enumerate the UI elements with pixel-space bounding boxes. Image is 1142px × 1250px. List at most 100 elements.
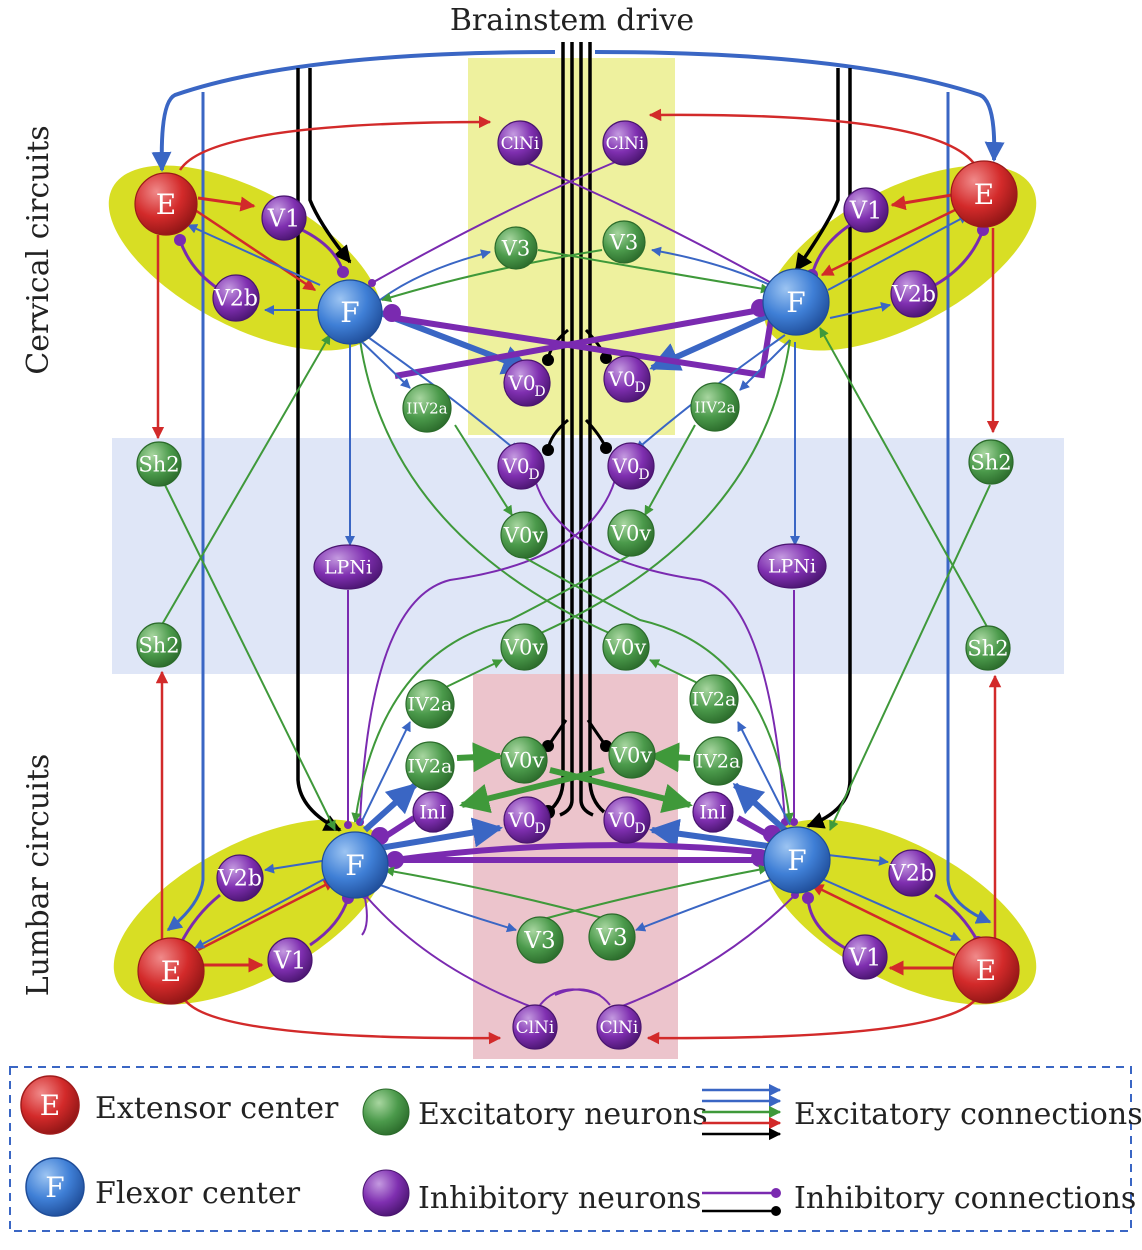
node-label: IIV2a: [694, 398, 735, 416]
node-shape: [134, 172, 198, 236]
node-shape: [212, 274, 260, 322]
node-cv2b-r: V2b: [890, 270, 938, 318]
node-lv2b-l: V2b: [216, 854, 264, 902]
node-lpni-r: LPNi: [757, 543, 827, 589]
node-shape: [405, 679, 455, 729]
node-label: E: [976, 954, 996, 987]
node-label: V0: [607, 367, 635, 391]
legend-excitatory-arrows: [702, 1083, 782, 1141]
node-ciiv2a-r: IIV2a: [690, 382, 740, 432]
node-label: IV2a: [408, 694, 453, 716]
node-label: Sh2: [967, 636, 1008, 660]
node-sh2-ll: Sh2: [136, 622, 182, 668]
node-label: V3: [595, 925, 627, 951]
node-ciiv2a-l: IIV2a: [402, 383, 452, 433]
node-lini-l: InI: [412, 791, 454, 833]
node-shape: [500, 511, 548, 559]
legend-extensor-label: Extensor center: [95, 1091, 339, 1126]
node-lv0d-r: V0D: [603, 796, 651, 844]
cervical-label: Cervical circuits: [21, 125, 56, 374]
node-label: V3: [609, 230, 639, 254]
node-label: IV2a: [692, 689, 737, 711]
node-shape: [137, 937, 205, 1005]
node-label: F: [787, 844, 806, 877]
node-lv0v-top-r: V0v: [602, 623, 650, 671]
node-label: V1: [267, 204, 301, 232]
node-label: V0v: [503, 748, 545, 772]
legend-frame: [9, 1066, 1132, 1232]
node-shape: [950, 160, 1018, 228]
node-label: InI: [699, 802, 726, 824]
legend-flexor-symbol: F: [45, 1171, 64, 1204]
node-shape: [412, 791, 454, 833]
node-shape: [500, 736, 548, 784]
pool-cervical-right: [763, 165, 1037, 351]
legend-inhibitory-lines: [702, 1188, 781, 1216]
node-label: V1: [273, 946, 307, 974]
node-label: ClNi: [600, 1018, 639, 1038]
node-label: ClNi: [516, 1018, 555, 1038]
node-liv2a-top-r: IV2a: [689, 674, 739, 724]
brainstem-branch: [584, 328, 612, 364]
thoracic-region: [112, 438, 1064, 674]
node-shape: [890, 270, 938, 318]
node-mv0d-r: V0D: [607, 442, 655, 490]
node-label: V0: [507, 371, 535, 395]
node-lini-r: InI: [692, 791, 734, 833]
node-liv2a-r: IV2a: [693, 736, 743, 786]
node-shape: [596, 1004, 642, 1050]
node-shape: [603, 355, 651, 403]
node-shape: [216, 854, 264, 902]
node-liv2a-l: IV2a: [405, 741, 455, 791]
node-mv0d-l: V0D: [497, 442, 545, 490]
node-cf-l: F: [317, 279, 383, 345]
node-subscript: D: [534, 384, 545, 400]
connections: [151, 42, 1005, 1045]
node-shape: [136, 622, 182, 668]
node-lv1-l: V1: [267, 937, 313, 983]
node-subscript: D: [634, 380, 645, 396]
node-subscript: D: [534, 821, 545, 837]
node-shape: [313, 544, 383, 590]
node-label: V2b: [889, 862, 934, 887]
node-lf-r: F: [763, 826, 831, 894]
diagram-title: Brainstem drive: [450, 3, 694, 38]
brainstem-branch: [584, 418, 612, 454]
node-label: V0: [607, 808, 635, 832]
node-label: V0: [501, 454, 529, 478]
node-label: V0v: [611, 743, 653, 767]
node-label: V3: [501, 236, 531, 260]
node-label: V1: [849, 196, 883, 224]
legend-excitatory-neuron: [362, 1088, 410, 1136]
node-label: V3: [523, 928, 555, 954]
node-label: F: [340, 296, 359, 329]
node-lv2b-r: V2b: [888, 849, 936, 897]
node-shape: [690, 382, 740, 432]
brainstem-branch: [586, 719, 612, 752]
node-lclni-l: ClNi: [512, 1004, 558, 1050]
node-shape: [321, 831, 389, 899]
node-label: ClNi: [606, 134, 645, 154]
node-shape: [952, 936, 1020, 1004]
brainstem-line: [579, 42, 594, 817]
brainstem-branch: [542, 418, 569, 456]
node-shape: [136, 441, 182, 487]
node-lv0v-top-l: V0v: [500, 623, 548, 671]
brainstem-to-cE-left: [151, 50, 556, 172]
node-shape: [494, 226, 538, 270]
drive-cF-right: [794, 68, 840, 272]
node-label: F: [345, 849, 364, 882]
node-sh2-cl: Sh2: [136, 441, 182, 487]
node-shape: [516, 916, 564, 964]
node-lf-l: F: [321, 831, 389, 899]
node-lv0v-r: V0v: [608, 731, 656, 779]
node-shape: [757, 543, 827, 589]
node-cf-r: F: [762, 268, 830, 336]
node-shape: [692, 791, 734, 833]
node-shape: [503, 359, 551, 407]
node-label: V2b: [891, 283, 936, 308]
node-label: LPNi: [324, 557, 372, 579]
node-shape: [965, 625, 1011, 671]
